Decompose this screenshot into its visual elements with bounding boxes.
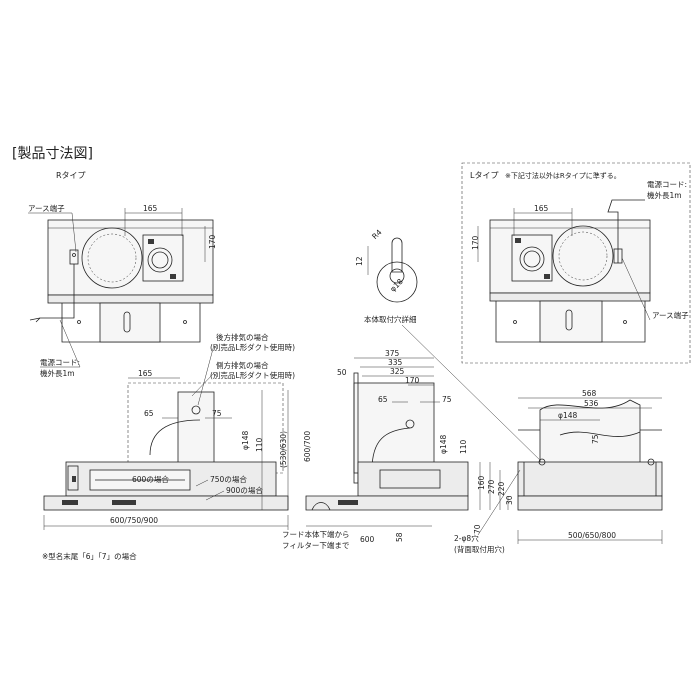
fe-dim-165: 165 [138,369,153,378]
rv-dim-148: φ148 [558,411,577,420]
se-dim-375: 375 [385,349,400,358]
r-type-label: Rタイプ [56,171,86,180]
fe-dim-65: 65 [144,409,154,418]
se-dim-600: 600 [360,535,375,544]
r-type-front-view: 165 170 アース端子 電源コード: 機外長1m [28,203,217,378]
se-dim-325: 325 [390,367,405,376]
fe-dim-75: 75 [212,409,222,418]
se-dim-110: 110 [459,439,468,454]
l-earth-terminal-label: アース端子 [652,310,689,320]
rv-dim-270: 270 [487,479,496,494]
se-dim-170: 170 [405,376,420,385]
fe-dim-530: (530/630) [279,431,288,468]
se-dim-148: φ148 [439,435,448,454]
fe-dim-600-700: 600/700 [303,431,312,462]
rv-dim-70: 70 [473,524,482,534]
l-type-note: ※下記寸法以外はRタイプに準ずる。 [505,171,621,180]
l-type-label: Lタイプ [470,171,498,180]
hole-dim-12: 12 [355,256,364,266]
l-dim-170: 170 [471,235,480,250]
case-900-label: 900の場合 [226,485,263,495]
power-cord-label: 電源コード: [40,358,80,367]
dim-170-top: 170 [208,234,217,249]
footnote: ※型名末尾「6」「7」の場合 [42,551,137,561]
side-exhaust-label: 側方排気の場合 [216,360,269,370]
page-title: [製品寸法図] [12,146,93,162]
l-power-cord-label: 電源コード: [647,180,687,189]
l-power-cord-length: 機外長1m [647,190,682,200]
fe-dim-widths: 600/750/900 [110,516,158,525]
se-dim-335: 335 [388,358,403,367]
hood-bottom-label: フード本体下端から [282,529,350,539]
se-dim-75: 75 [442,395,452,404]
rv-dim-30: 30 [505,495,514,505]
front-elevation: 165 65 75 φ148 110 (530/630) 600/700 600… [42,332,312,561]
holes-sub: (背面取付用穴) [454,544,505,554]
l-type-front-view: 165 170 電源コード: 機外長1m アース端子 [471,180,689,343]
se-dim-65: 65 [378,395,388,404]
rv-dim-536: 536 [584,399,599,408]
hood-bottom-sub: フィルター下端まで [282,540,349,550]
fe-dim-110: 110 [255,437,264,452]
mount-hole-label: 本体取付穴詳細 [364,314,417,324]
rv-dim-75: 75 [591,434,600,444]
case-750-label: 750の場合 [210,474,247,484]
rear-view: 568 536 φ148 75 160 270 220 30 70 500/65… [454,389,663,554]
side-exhaust-sub: (別売品L形ダクト使用時) [210,370,295,380]
holes-label: 2-φ8穴 [454,533,479,543]
side-elevation: 375 335 325 170 50 65 75 φ148 110 600 58… [282,349,469,550]
fe-dim-148: φ148 [241,431,250,450]
rv-dim-160: 160 [477,475,486,490]
power-cord-length: 機外長1m [40,368,75,378]
rv-dim-568: 568 [582,389,597,398]
rv-dim-220: 220 [497,481,506,496]
rv-dim-500: 500/650/800 [568,531,616,540]
l-type-box [461,162,691,364]
se-dim-50: 50 [337,368,347,377]
earth-terminal-label: アース端子 [28,203,65,213]
rear-exhaust-label: 後方排気の場合 [216,332,269,342]
case-600-label: 600の場合 [132,474,169,484]
rear-exhaust-sub: (別売品L形ダクト使用時) [210,342,295,352]
l-dim-165: 165 [534,204,549,213]
se-dim-58: 58 [395,532,404,542]
dim-165-top: 165 [143,204,158,213]
hole-dim-r4: R4 [370,227,384,241]
